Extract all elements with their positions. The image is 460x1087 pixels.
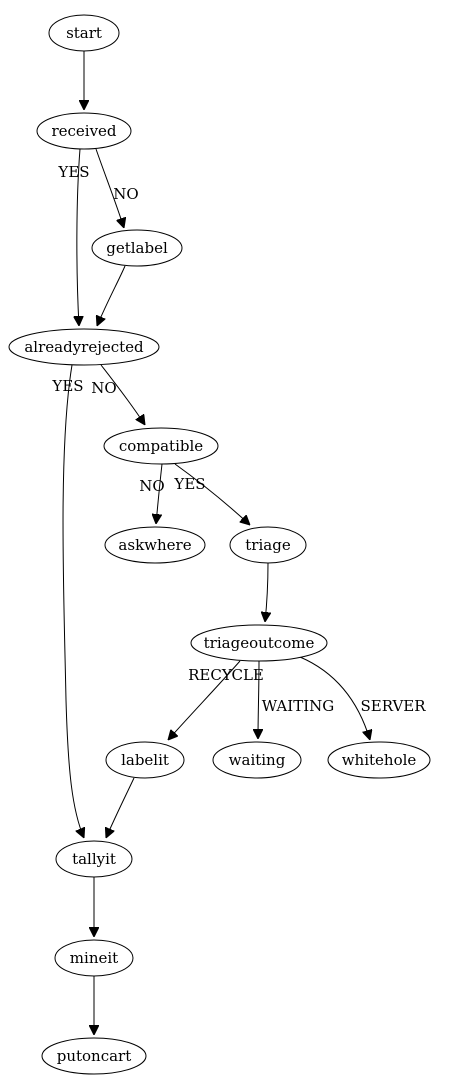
edge-triageoutcome-to-whitehole: SERVER	[299, 656, 426, 740]
node-getlabel: getlabel	[91, 229, 183, 267]
node-label: getlabel	[106, 239, 168, 257]
edge-line	[265, 562, 268, 622]
edge-label: WAITING	[262, 697, 334, 715]
edge-getlabel-to-alreadyrejected	[97, 265, 126, 326]
node-ellipse	[55, 840, 133, 878]
node-whitehole: whitehole	[327, 741, 431, 779]
node-waiting: waiting	[212, 741, 302, 779]
node-ellipse	[8, 328, 160, 366]
node-askwhere: askwhere	[104, 526, 206, 564]
edge-label: YES	[57, 163, 89, 181]
edge-labelit-to-tallyit	[106, 777, 135, 838]
edge-received-to-getlabel: NO	[95, 148, 139, 228]
node-triageoutcome: triageoutcome	[190, 624, 328, 662]
edge-line	[77, 148, 80, 326]
node-alreadyrejected: alreadyrejected	[8, 328, 160, 366]
edge-line	[97, 265, 126, 326]
edge-compatible-to-askwhere: NO	[139, 463, 165, 524]
node-ellipse	[48, 14, 120, 52]
edge-triage-to-triageoutcome	[265, 562, 268, 622]
edge-label: YES	[173, 475, 205, 493]
edge-line	[100, 364, 145, 425]
node-label: compatible	[119, 437, 203, 455]
edge-triageoutcome-to-waiting: WAITING	[258, 660, 334, 739]
node-label: start	[66, 24, 102, 42]
node-label: mineit	[70, 949, 118, 967]
edge-line	[299, 656, 370, 740]
edge-line	[174, 463, 250, 525]
node-ellipse	[190, 624, 328, 662]
edge-line	[106, 777, 135, 838]
node-ellipse	[104, 526, 206, 564]
node-label: received	[51, 122, 116, 140]
node-label: labelit	[121, 751, 169, 769]
node-label: putoncart	[57, 1047, 132, 1065]
node-triage: triage	[229, 526, 307, 564]
node-received: received	[36, 112, 132, 150]
edge-alreadyrejected-to-compatible: NO	[91, 364, 145, 425]
node-label: triageoutcome	[204, 634, 315, 652]
edge-line	[95, 148, 124, 228]
node-ellipse	[54, 939, 134, 977]
node-ellipse	[105, 741, 185, 779]
edge-label: NO	[91, 379, 116, 397]
node-putoncart: putoncart	[41, 1037, 147, 1075]
node-mineit: mineit	[54, 939, 134, 977]
node-ellipse	[91, 229, 183, 267]
edge-received-to-alreadyrejected: YES	[57, 148, 90, 326]
node-label: waiting	[229, 751, 286, 769]
node-labelit: labelit	[105, 741, 185, 779]
edge-label: NO	[113, 185, 138, 203]
edge-line	[258, 660, 259, 739]
node-ellipse	[327, 741, 431, 779]
edges-layer: YES NO YES NO NO YES RECYCLE WAITING SERVER	[51, 51, 426, 1035]
node-compatible: compatible	[103, 427, 219, 465]
edge-label: NO	[139, 477, 164, 495]
edge-line	[62, 364, 84, 838]
edge-label: YES	[51, 377, 83, 395]
node-ellipse	[41, 1037, 147, 1075]
node-label: alreadyrejected	[24, 338, 144, 356]
edge-line	[156, 463, 163, 524]
node-label: triage	[245, 536, 291, 554]
node-ellipse	[36, 112, 132, 150]
node-ellipse	[229, 526, 307, 564]
edge-label: RECYCLE	[188, 666, 264, 684]
node-ellipse	[212, 741, 302, 779]
node-start: start	[48, 14, 120, 52]
node-label: whitehole	[342, 751, 417, 769]
node-label: tallyit	[72, 850, 116, 868]
node-tallyit: tallyit	[55, 840, 133, 878]
node-ellipse	[103, 427, 219, 465]
nodes-layer: start received getlabel alreadyrejected comp…	[8, 14, 431, 1075]
edge-alreadyrejected-to-tallyit: YES	[51, 364, 84, 838]
node-label: askwhere	[118, 536, 191, 554]
edge-label: SERVER	[360, 697, 426, 715]
edge-triageoutcome-to-labelit: RECYCLE	[168, 660, 264, 740]
edge-line	[168, 660, 241, 740]
edge-compatible-to-triage: YES	[173, 463, 250, 525]
